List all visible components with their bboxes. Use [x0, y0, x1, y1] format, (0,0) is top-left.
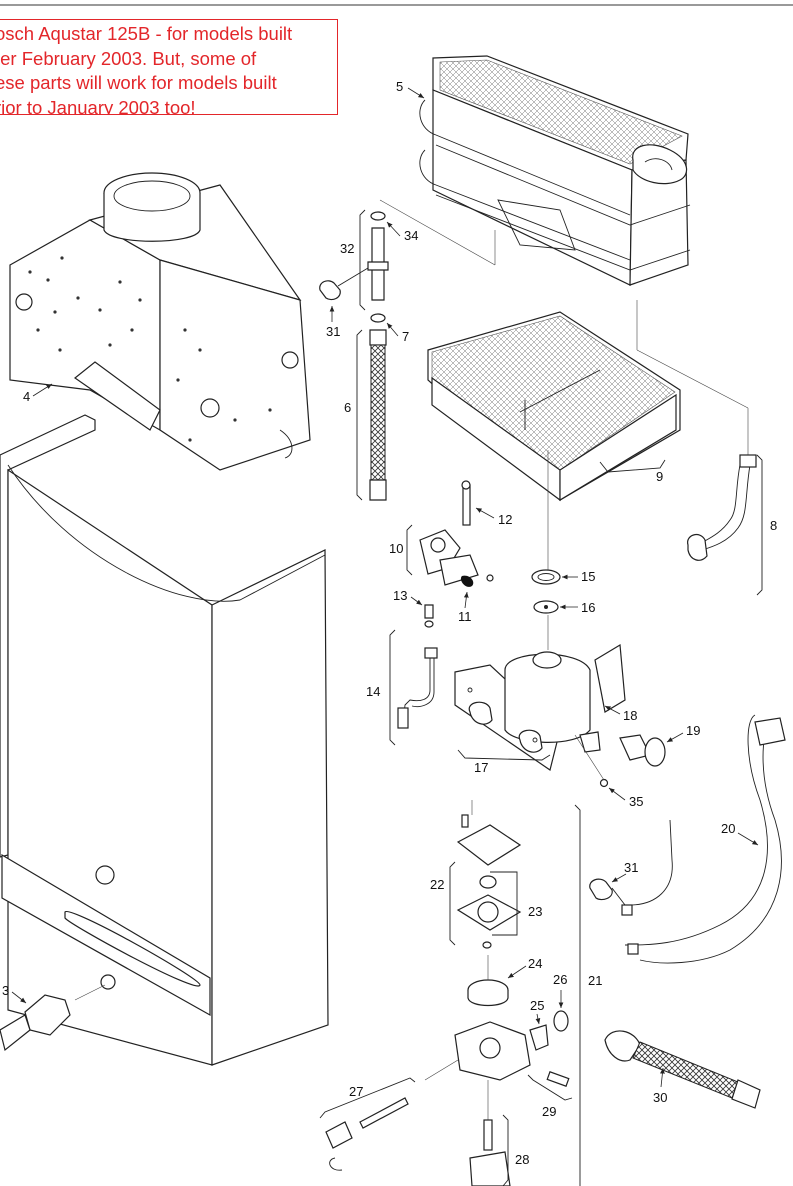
- callout-23: 23: [528, 904, 542, 919]
- callout-22: 22: [430, 877, 444, 892]
- callout-16: 16: [581, 600, 595, 615]
- washer-part-15: [531, 569, 561, 585]
- outlet-hose-part-30: [604, 1030, 761, 1109]
- callout-3: 3: [2, 983, 9, 998]
- callout-20: 20: [721, 821, 735, 836]
- callout-31-upper: 31: [326, 324, 340, 339]
- spindle-part-27: [325, 1097, 409, 1171]
- callout-7: 7: [402, 329, 409, 344]
- strainer-part-25: [529, 1024, 549, 1051]
- sensor-part-31-upper: [319, 267, 369, 301]
- callout-26: 26: [553, 972, 567, 987]
- callout-30: 30: [653, 1090, 667, 1105]
- callout-27: 27: [349, 1084, 363, 1099]
- gas-valve-parts-17-18: [454, 643, 626, 771]
- fitting-part-19: [619, 734, 666, 767]
- diaphragm-part-24: [467, 955, 509, 1007]
- callout-28: 28: [515, 1152, 529, 1167]
- water-pipe-parts-32-34-7-6: [367, 211, 389, 501]
- screw-part-35: [599, 778, 609, 788]
- callout-6: 6: [344, 400, 351, 415]
- valve-stem-part-28: [469, 1080, 511, 1186]
- connection-pipe-part-8: [687, 454, 757, 561]
- heat-exchanger-part-5: [419, 55, 691, 286]
- pilot-bracket-parts-10-11: [419, 529, 494, 587]
- callout-21: 21: [588, 973, 602, 988]
- callout-11: 11: [458, 609, 472, 624]
- nozzle-part-13: [424, 604, 434, 628]
- combustion-hood-part-4: [9, 172, 311, 471]
- electrode-part-12: [461, 480, 471, 526]
- callout-32: 32: [340, 241, 354, 256]
- front-casing-part-3: [0, 414, 329, 1066]
- note-line-4: rior to January 2003 too!: [0, 96, 196, 115]
- callout-19: 19: [686, 723, 700, 738]
- sensor-part-31-lower: [589, 878, 639, 955]
- callout-4: 4: [23, 389, 30, 404]
- callout-10: 10: [389, 541, 403, 556]
- burner-assembly-part-9: [427, 311, 681, 502]
- callout-18: 18: [623, 708, 637, 723]
- callout-35: 35: [629, 794, 643, 809]
- callout-29: 29: [542, 1104, 556, 1119]
- callout-8: 8: [770, 518, 777, 533]
- wire-harness-part-20: [624, 714, 786, 964]
- callout-24: 24: [528, 956, 542, 971]
- callout-14: 14: [366, 684, 380, 699]
- washer-part-26: [553, 1010, 569, 1032]
- note-line-1: osch Aqustar 125B - for models built: [0, 23, 293, 44]
- callout-34: 34: [404, 228, 418, 243]
- water-valve-body: [424, 1021, 531, 1081]
- note-line-3: ese parts will work for models built: [0, 72, 277, 93]
- callout-13: 13: [393, 588, 407, 603]
- callout-12: 12: [498, 512, 512, 527]
- callout-5: 5: [396, 79, 403, 94]
- callout-15: 15: [581, 569, 595, 584]
- pin-part-29: [546, 1071, 570, 1087]
- callout-31-lower: 31: [624, 860, 638, 875]
- parts-compatibility-note: osch Aqustar 125B - for models built ter…: [0, 19, 338, 115]
- callout-17: 17: [474, 760, 488, 775]
- callout-9: 9: [656, 469, 663, 484]
- note-line-2: ter February 2003. But, some of: [0, 47, 257, 69]
- water-valve-cover-parts-22-23: [456, 814, 522, 949]
- pilot-tube-part-14: [397, 647, 438, 729]
- callout-25: 25: [530, 998, 544, 1013]
